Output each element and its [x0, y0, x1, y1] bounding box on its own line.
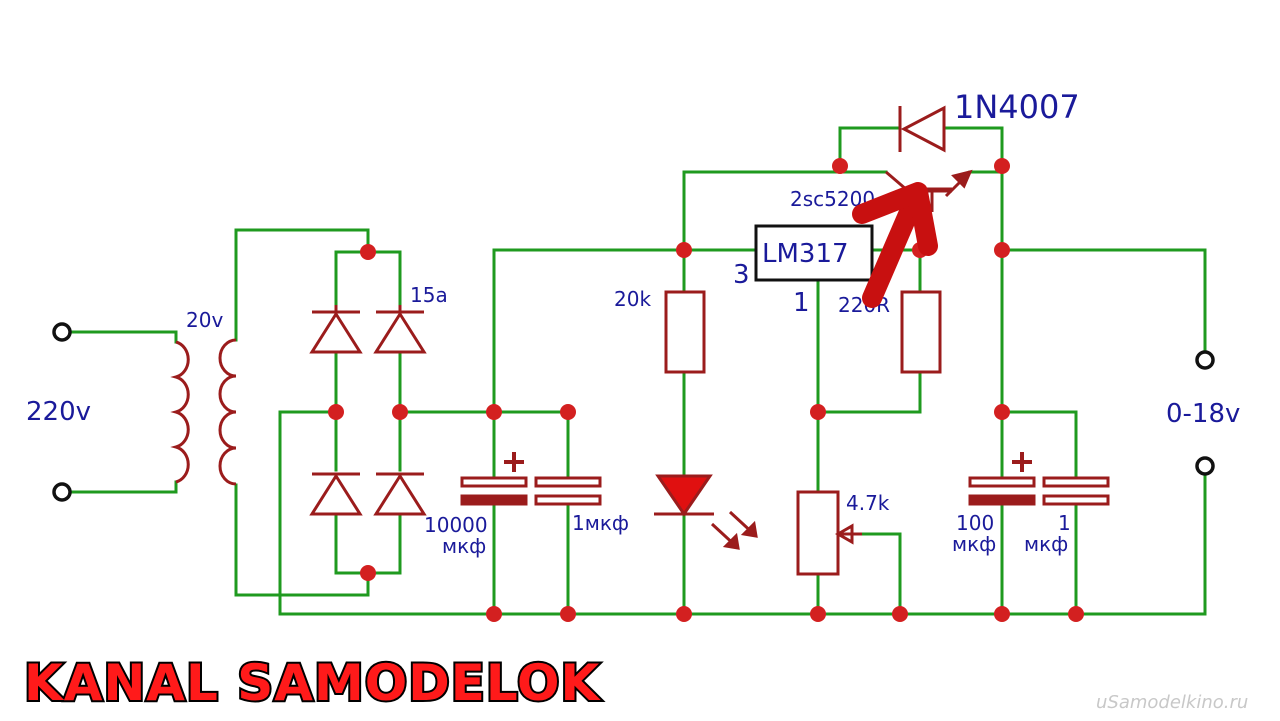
junction	[676, 606, 692, 622]
bridge-diode-3	[309, 472, 363, 516]
input-voltage-label: 220v	[26, 397, 91, 427]
capacitor-c4	[1042, 476, 1110, 506]
arrow-head	[852, 182, 938, 256]
junction	[328, 404, 344, 420]
wire-input-bus	[492, 248, 758, 414]
arrow-shaft	[862, 186, 926, 308]
bridge-rating-label: 15a	[410, 283, 448, 307]
c4-value-label: 1	[1058, 511, 1071, 535]
bridge-rectifier	[309, 305, 427, 516]
transformer	[170, 338, 237, 486]
junction	[560, 404, 576, 420]
led	[654, 474, 758, 550]
resistor-r1	[664, 290, 706, 374]
junction	[892, 606, 908, 622]
input-terminal-bottom	[52, 482, 72, 502]
regulator-pin-in: 3	[733, 260, 750, 290]
wire-bridge-bottom	[334, 513, 402, 575]
junction	[392, 404, 408, 420]
junction	[994, 606, 1010, 622]
pot-label: 4.7k	[846, 491, 890, 515]
regulator-label: LM317	[762, 239, 849, 269]
c4-unit-label: мкф	[1024, 532, 1068, 556]
junction	[994, 158, 1010, 174]
output-voltage-label: 0-18v	[1166, 399, 1240, 429]
capacitor-c1	[460, 452, 528, 506]
transformer-primary-coil	[170, 340, 190, 484]
output-terminal-negative	[1195, 456, 1215, 476]
wire-output-positive	[1000, 248, 1207, 360]
junction	[832, 158, 848, 174]
wire-input-bottom	[68, 480, 178, 494]
capacitor-c3	[968, 452, 1036, 506]
potentiometer	[796, 490, 862, 576]
wire-ground-rail	[278, 410, 1207, 616]
junction	[810, 606, 826, 622]
junction	[360, 244, 376, 260]
junction	[994, 242, 1010, 258]
output-terminal-positive	[1195, 350, 1215, 370]
junction	[676, 242, 692, 258]
transformer-secondary-coil	[218, 338, 237, 486]
channel-brand: KANAL SAMODELOK	[24, 654, 601, 712]
junctions	[328, 158, 1084, 622]
c1-value-label: 10000	[424, 513, 488, 537]
wire-c4-top	[1000, 410, 1078, 480]
diode-1n4007	[898, 105, 946, 153]
r1-label: 20k	[614, 287, 651, 311]
wire-input-top	[68, 330, 178, 344]
wire-secondary-bottom	[234, 483, 370, 597]
highlight-arrow	[852, 182, 938, 308]
bridge-diode-4	[373, 472, 427, 516]
junction	[560, 606, 576, 622]
wire-emitter-out	[968, 170, 1004, 480]
c2-label: 1мкф	[572, 511, 629, 535]
regulator-pin-adj: 1	[793, 288, 810, 318]
wire-diode-right	[942, 126, 1004, 164]
junction	[486, 606, 502, 622]
junction	[810, 404, 826, 420]
capacitor-c2	[534, 476, 602, 506]
wire-pot-wiper	[860, 532, 902, 616]
c3-value-label: 100	[956, 511, 994, 535]
wire-diode-left	[838, 126, 900, 164]
wire-r2-bottom	[816, 370, 922, 414]
c3-unit-label: мкф	[952, 532, 996, 556]
junction	[994, 404, 1010, 420]
input-terminal-top	[52, 322, 72, 342]
secondary-voltage-label: 20v	[186, 308, 223, 332]
wire-collector	[682, 170, 888, 252]
bridge-diode-1	[309, 305, 363, 354]
diode-label: 1N4007	[954, 88, 1080, 126]
junction	[360, 565, 376, 581]
regulator-lm317	[754, 224, 874, 282]
bridge-diode-2	[373, 305, 427, 354]
wire-secondary-top	[234, 228, 370, 342]
c1-unit-label: мкф	[442, 534, 486, 558]
wires	[68, 126, 1207, 616]
watermark: uSamodelkino.ru	[1096, 692, 1248, 713]
resistor-r2	[900, 290, 942, 374]
junction	[1068, 606, 1084, 622]
junction	[486, 404, 502, 420]
